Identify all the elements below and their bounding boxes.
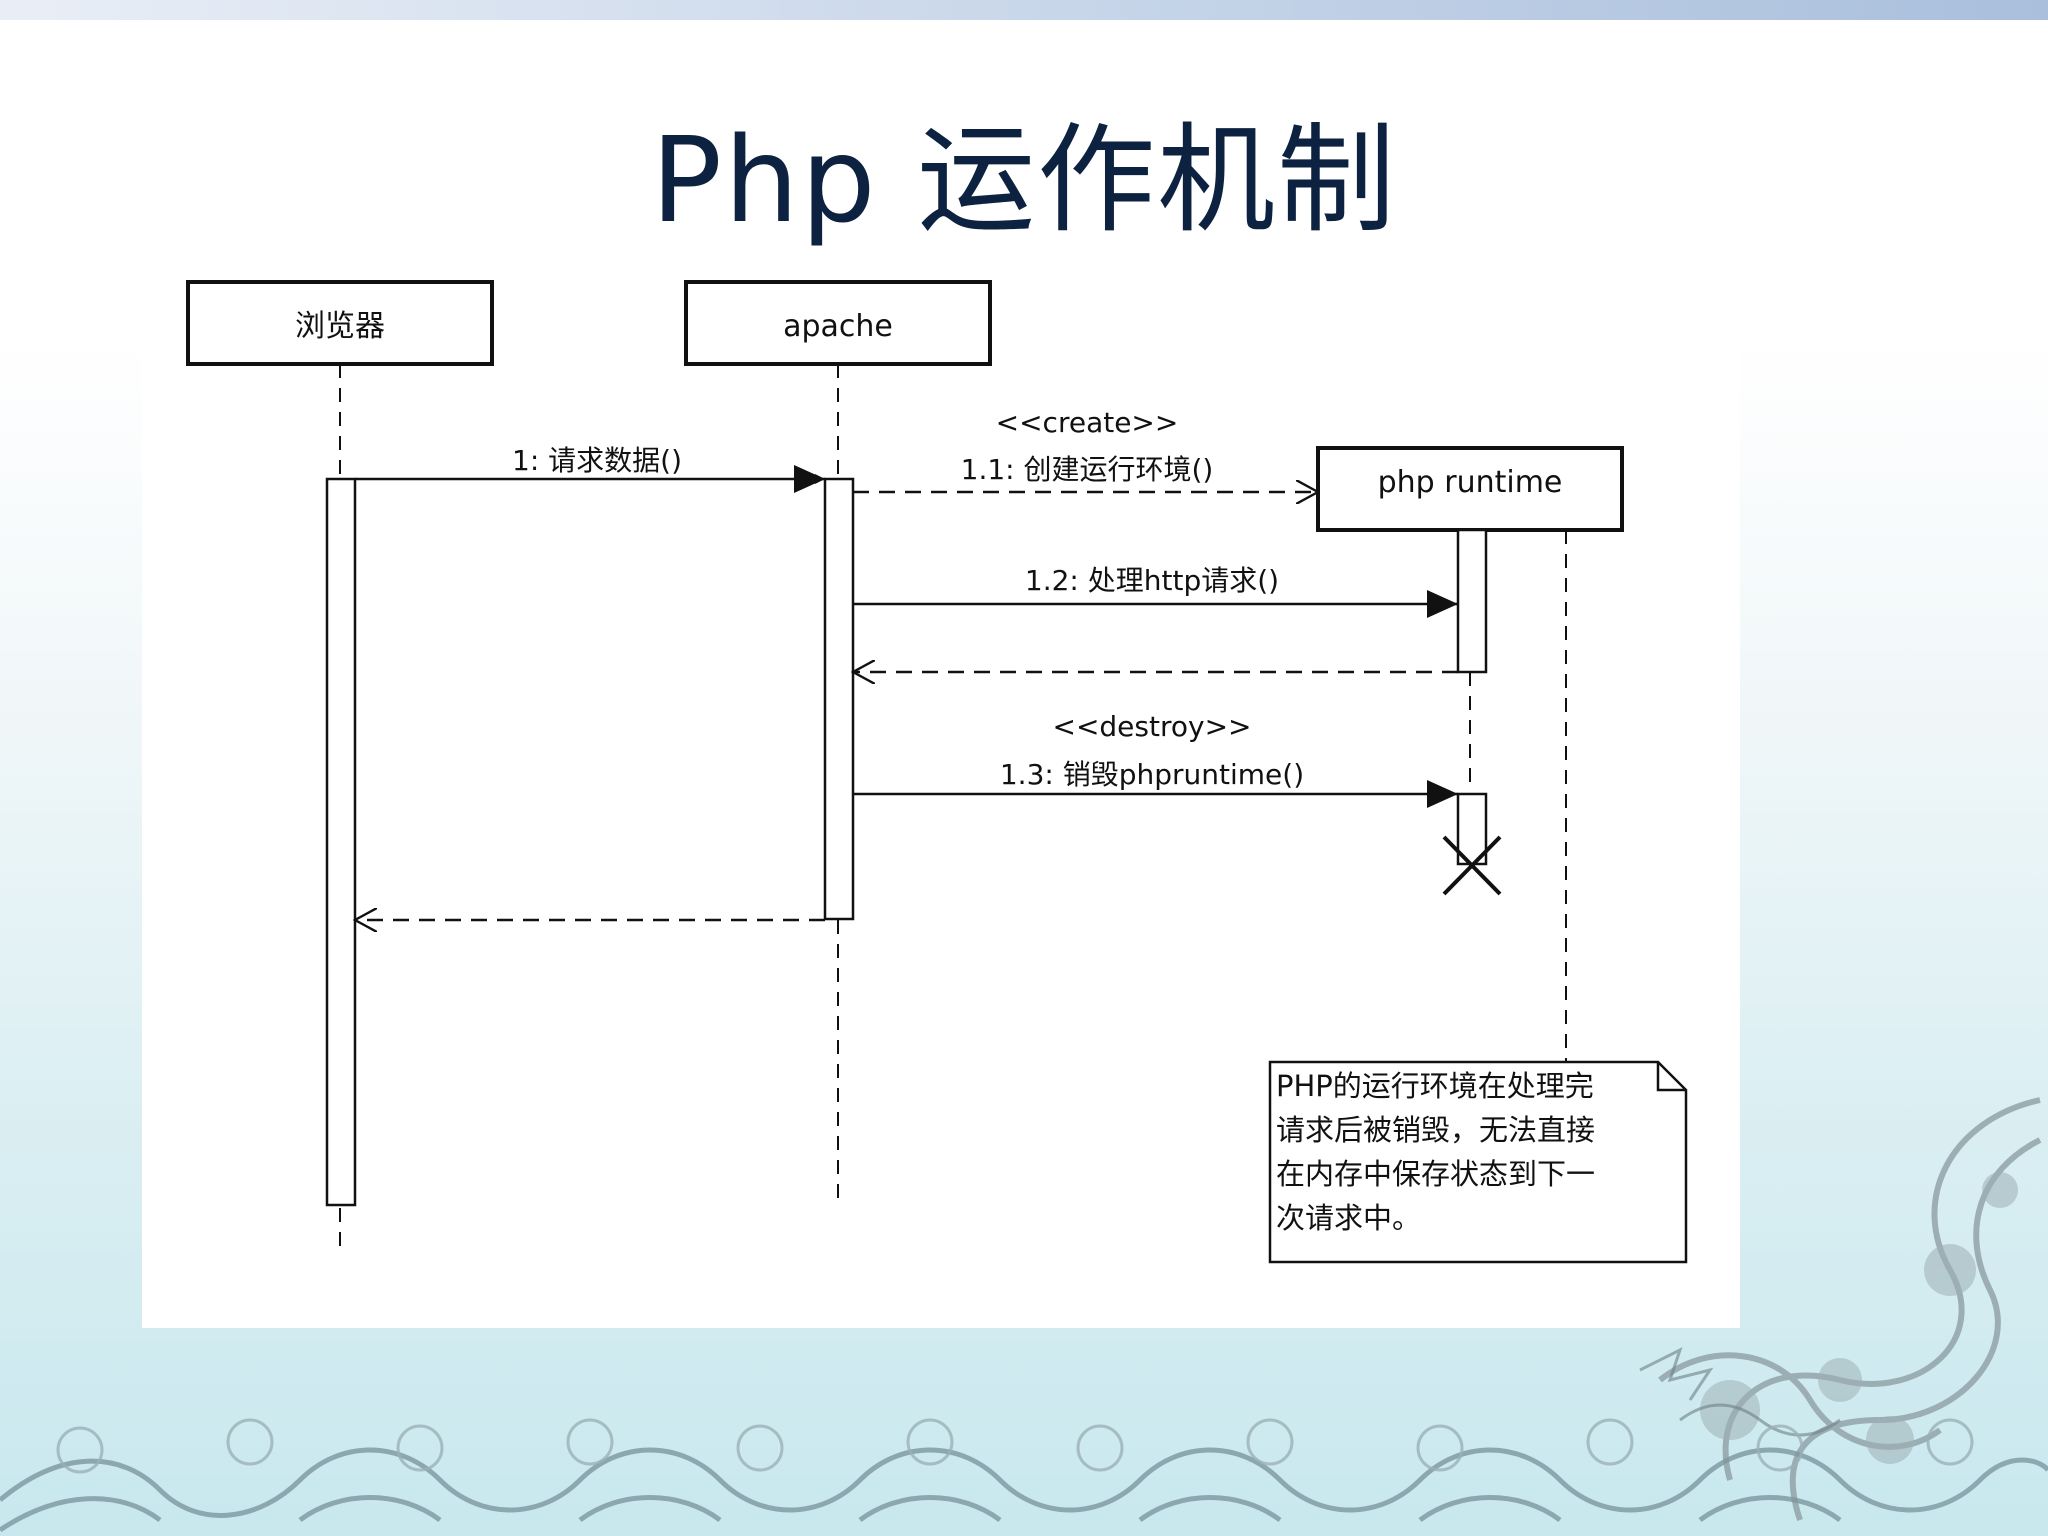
message-handle-label: 1.2: 处理http请求() [1025, 564, 1279, 597]
destroy-stereotype-label: <<destroy>> [1052, 710, 1251, 743]
message-request-label: 1: 请求数据() [512, 444, 682, 477]
note-line-2: 请求后被销毁，无法直接 [1276, 1113, 1595, 1147]
top-decor-band [0, 0, 2048, 20]
lifeline-runtime-label: php runtime [1378, 465, 1563, 500]
browser-activation-bar [325, 477, 357, 1207]
slide-title: Php 运作机制 [650, 111, 1398, 249]
lifeline-apache-label: apache [783, 309, 893, 344]
message-request-arrowhead [794, 465, 825, 493]
note-line-1: PHP的运行环境在处理完 [1276, 1069, 1594, 1103]
note-line-3: 在内存中保存状态到下一 [1276, 1157, 1595, 1191]
runtime-destroy-activation-bar [1456, 792, 1488, 866]
message-handle-arrowhead [1427, 590, 1458, 618]
note-line-4: 次请求中。 [1276, 1201, 1421, 1235]
wave-pattern-decoration [0, 1418, 2048, 1533]
lifeline-apache: apache [684, 280, 992, 366]
dragon-decoration [1639, 1097, 2042, 1521]
lifeline-browser-label: 浏览器 [295, 309, 385, 344]
sequence-diagram-canvas: 浏览器 apache php runtime 1: 请求数据() <<creat… [186, 280, 1688, 1264]
message-create-label: 1.1: 创建运行环境() [961, 453, 1214, 486]
create-stereotype-label: <<create>> [996, 406, 1179, 439]
lifeline-runtime: php runtime [1316, 446, 1624, 532]
message-destroy-label: 1.3: 销毁phpruntime() [1000, 758, 1304, 791]
lifeline-browser: 浏览器 [186, 280, 494, 366]
destroy-x-mark [1442, 835, 1502, 896]
sequence-diagram: 浏览器 apache php runtime 1: 请求数据() <<creat… [142, 272, 1740, 1328]
note-box: PHP的运行环境在处理完 请求后被销毁，无法直接 在内存中保存状态到下一 次请求… [1268, 1060, 1688, 1264]
runtime-activation-bar [1456, 528, 1488, 674]
message-destroy-arrowhead [1427, 780, 1458, 808]
apache-activation-bar [823, 477, 855, 921]
